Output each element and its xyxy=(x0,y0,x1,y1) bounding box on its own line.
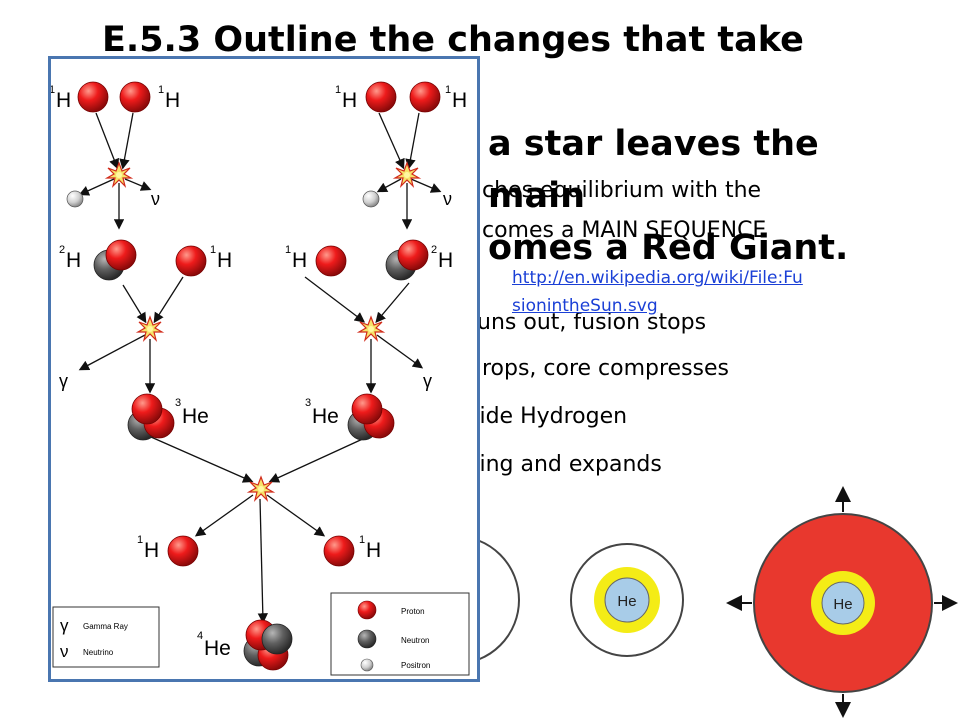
proton-5: 1 H xyxy=(175,244,232,277)
bullet-3: drops, core compresses xyxy=(468,356,730,381)
legend-nu-symbol: ν xyxy=(60,642,69,661)
bullet-5: sing and expands xyxy=(468,452,662,477)
svg-text:H: H xyxy=(292,249,307,272)
legend-particles: Proton Neutron Positron xyxy=(330,592,470,676)
proton-8: 1 H xyxy=(323,534,381,567)
title-line-2: a star leaves the main xyxy=(488,124,819,216)
svg-text:2: 2 xyxy=(431,244,437,256)
svg-text:He: He xyxy=(312,405,339,428)
gamma-label-1: γ xyxy=(59,371,68,391)
svg-text:He: He xyxy=(182,405,209,428)
svg-text:H: H xyxy=(342,89,357,112)
positron-2 xyxy=(362,190,380,208)
svg-text:H: H xyxy=(217,249,232,272)
fusion-diagram-panel: 1 H 1 H 1 H 1 H ν ν 2 H 1 H 1 H 2 xyxy=(48,56,480,682)
bullet-4: side Hydrogen xyxy=(468,404,628,429)
red-giant-star: He xyxy=(726,486,958,718)
svg-text:2: 2 xyxy=(59,244,65,256)
fusion-burst-1 xyxy=(106,162,132,187)
svg-text:3: 3 xyxy=(175,397,181,409)
svg-text:1: 1 xyxy=(359,534,365,546)
helium-core-star: He xyxy=(570,543,684,657)
helium-4: 4 He xyxy=(197,619,293,671)
gamma-label-2: γ xyxy=(423,371,432,391)
neutrino-label-1: ν xyxy=(151,189,160,209)
svg-text:3: 3 xyxy=(305,397,311,409)
neutrino-label-2: ν xyxy=(443,189,452,209)
proton-2: 1 H xyxy=(119,81,180,113)
red-giant-core xyxy=(821,581,865,625)
svg-text:1: 1 xyxy=(158,84,164,96)
proton-proton-chain-diagram: 1 H 1 H 1 H 1 H ν ν 2 H 1 H 1 H 2 xyxy=(49,81,470,676)
deuterium-1: 2 H xyxy=(59,239,137,281)
svg-text:1: 1 xyxy=(51,84,55,96)
title-line-3: omes a Red Giant. xyxy=(488,228,849,268)
source-link-line-2[interactable]: sionintheSun.svg xyxy=(512,296,658,316)
svg-text:H: H xyxy=(366,539,381,562)
svg-text:He: He xyxy=(204,637,231,660)
svg-text:H: H xyxy=(56,89,71,112)
svg-text:H: H xyxy=(438,249,453,272)
legend-nu-label: Neutrino xyxy=(83,648,114,657)
legend-gamma-label: Gamma Ray xyxy=(83,622,128,631)
source-link[interactable]: http://en.wikipedia.org/wiki/File:Fu sio… xyxy=(512,264,803,320)
legend-gamma-symbol: γ xyxy=(60,616,69,635)
svg-text:H: H xyxy=(66,249,81,272)
proton-7: 1 H xyxy=(137,534,199,567)
bullet-1-line-1: ches equilibrium with the xyxy=(482,178,762,203)
svg-text:H: H xyxy=(452,89,467,112)
source-link-line-1[interactable]: http://en.wikipedia.org/wiki/File:Fu xyxy=(512,268,803,288)
deuterium-2: 2 H xyxy=(385,239,453,281)
svg-text:1: 1 xyxy=(335,84,341,96)
svg-text:1: 1 xyxy=(137,534,143,546)
helium-3-right: 3 He xyxy=(305,393,395,441)
proton-6: 1 H xyxy=(285,244,347,277)
proton-1: 1 H xyxy=(49,81,109,113)
red-giant-core-label: He xyxy=(833,596,852,613)
reaction-arrows xyxy=(78,112,442,624)
svg-text:1: 1 xyxy=(445,84,451,96)
svg-text:4: 4 xyxy=(197,630,203,642)
proton-4: 1 H xyxy=(409,81,467,113)
bullet-2: runs out, fusion stops xyxy=(468,310,707,335)
bullet-1-line-2: comes a MAIN SEQUENCE xyxy=(482,218,767,243)
fusion-burst-2 xyxy=(394,162,420,187)
helium-3-left: 3 He xyxy=(127,393,209,441)
helium-core xyxy=(604,577,650,623)
legend-neutron-label: Neutron xyxy=(401,636,429,645)
legend-proton-label: Proton xyxy=(401,607,425,616)
core-label: He xyxy=(617,593,636,610)
svg-text:H: H xyxy=(144,539,159,562)
svg-text:1: 1 xyxy=(285,244,291,256)
legend-radiation: γ Gamma Ray ν Neutrino xyxy=(52,606,160,668)
svg-text:H: H xyxy=(165,89,180,112)
proton-3: 1 H xyxy=(335,81,397,113)
legend-positron-label: Positron xyxy=(401,661,430,670)
positron-1 xyxy=(66,190,84,208)
svg-text:1: 1 xyxy=(210,244,216,256)
